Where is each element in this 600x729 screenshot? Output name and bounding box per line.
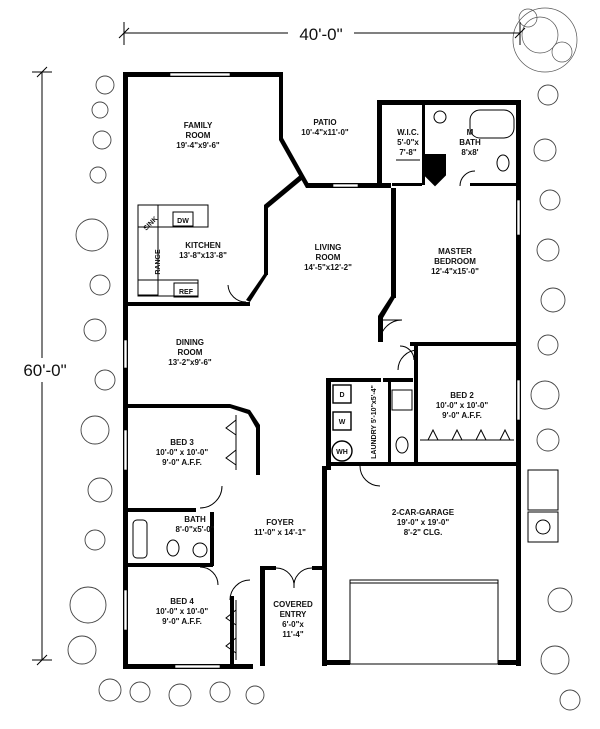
room-label-line: 10'-0" x 10'-0"	[436, 401, 489, 410]
room-label-line: BED 2	[450, 391, 474, 400]
room-label-line: FAMILY	[184, 121, 213, 130]
washer-label: W	[339, 419, 346, 426]
range-label: RANGE	[155, 249, 162, 275]
room-label-line: 8'x8'	[461, 148, 478, 157]
room-label-line: 19'-0" x 19'-0"	[397, 518, 450, 527]
sink-label: SINK	[143, 216, 160, 233]
room-label-line: ROOM	[178, 348, 203, 357]
laundry-label: LAUNDRY 5'-10"x5'-4"	[371, 385, 378, 459]
closets	[225, 159, 514, 660]
refrigerator-label: REF	[179, 289, 194, 296]
room-label-line: 14'-5"x12'-2"	[304, 263, 352, 272]
room-label-line: 11'-4"	[282, 630, 303, 639]
doors	[199, 170, 476, 601]
shrub-icon	[67, 75, 581, 711]
room-label-line: FOYER	[266, 518, 294, 527]
room-label-line: BEDROOM	[434, 257, 476, 266]
room-label-line: W.I.C.	[397, 128, 419, 137]
room-label-line: 10'-0" x 10'-0"	[156, 607, 209, 616]
kitchen-fixtures: DW SINK RANGE REF	[137, 204, 209, 298]
room-label-line: 19'-4"x9'-6"	[176, 141, 220, 150]
dimension-width: 40'-0"	[118, 22, 526, 45]
water-heater-label: WH	[336, 449, 348, 456]
room-label-line: DINING	[176, 338, 204, 347]
room-label-line: ROOM	[186, 131, 211, 140]
room-label-line: 5'-0"x	[397, 138, 419, 147]
room-label-line: ROOM	[316, 253, 341, 262]
walls	[123, 72, 521, 669]
room-label-line: LIVING	[315, 243, 342, 252]
room-label-line: MASTER	[438, 247, 472, 256]
room-label-line: BED 4	[170, 597, 194, 606]
bath-fixtures	[132, 109, 515, 559]
garage-door	[349, 469, 559, 665]
windows	[123, 72, 521, 669]
room-label-line: KITCHEN	[185, 241, 221, 250]
room-label-line: 9'-0" A.F.F.	[162, 617, 202, 626]
room-label-line: 10'-4"x11'-0"	[301, 128, 349, 137]
depth-dimension-label: 60'-0"	[23, 361, 66, 380]
landscaping	[67, 7, 581, 711]
room-label-line: M	[467, 128, 474, 137]
room-label-line: 12'-4"x15'-0"	[431, 267, 479, 276]
laundry-fixtures: D W WH	[331, 384, 353, 462]
dryer-label: D	[339, 392, 344, 399]
room-label-line: 7'-8"	[399, 148, 416, 157]
room-label-line: 10'-0" x 10'-0"	[156, 448, 209, 457]
room-label-line: BATH	[459, 138, 481, 147]
room-label-line: ENTRY	[280, 610, 307, 619]
room-label-line: 2-CAR-GARAGE	[392, 508, 455, 517]
room-label-line: 13'-8"x13'-8"	[179, 251, 227, 260]
room-label-line: COVERED	[273, 600, 313, 609]
room-label-line: BATH	[184, 515, 206, 524]
room-label-line: 9'-0" A.F.F.	[162, 458, 202, 467]
room-label-line: 8'-0"x5'-0"	[176, 525, 215, 534]
room-label-line: 6'-0"x	[282, 620, 304, 629]
room-label-line: 13'-2"x9'-6"	[168, 358, 212, 367]
room-label-line: BED 3	[170, 438, 194, 447]
room-label-line: 8'-2" CLG.	[404, 528, 443, 537]
room-label-line: 11'-0" x 14'-1"	[254, 528, 306, 537]
dishwasher-label: DW	[177, 218, 189, 225]
tree-icon	[512, 7, 578, 73]
room-label-line: PATIO	[313, 118, 336, 127]
width-dimension-label: 40'-0"	[299, 25, 342, 44]
dimension-depth: 60'-0"	[16, 66, 72, 666]
room-label-line: 9'-0" A.F.F.	[442, 411, 482, 420]
